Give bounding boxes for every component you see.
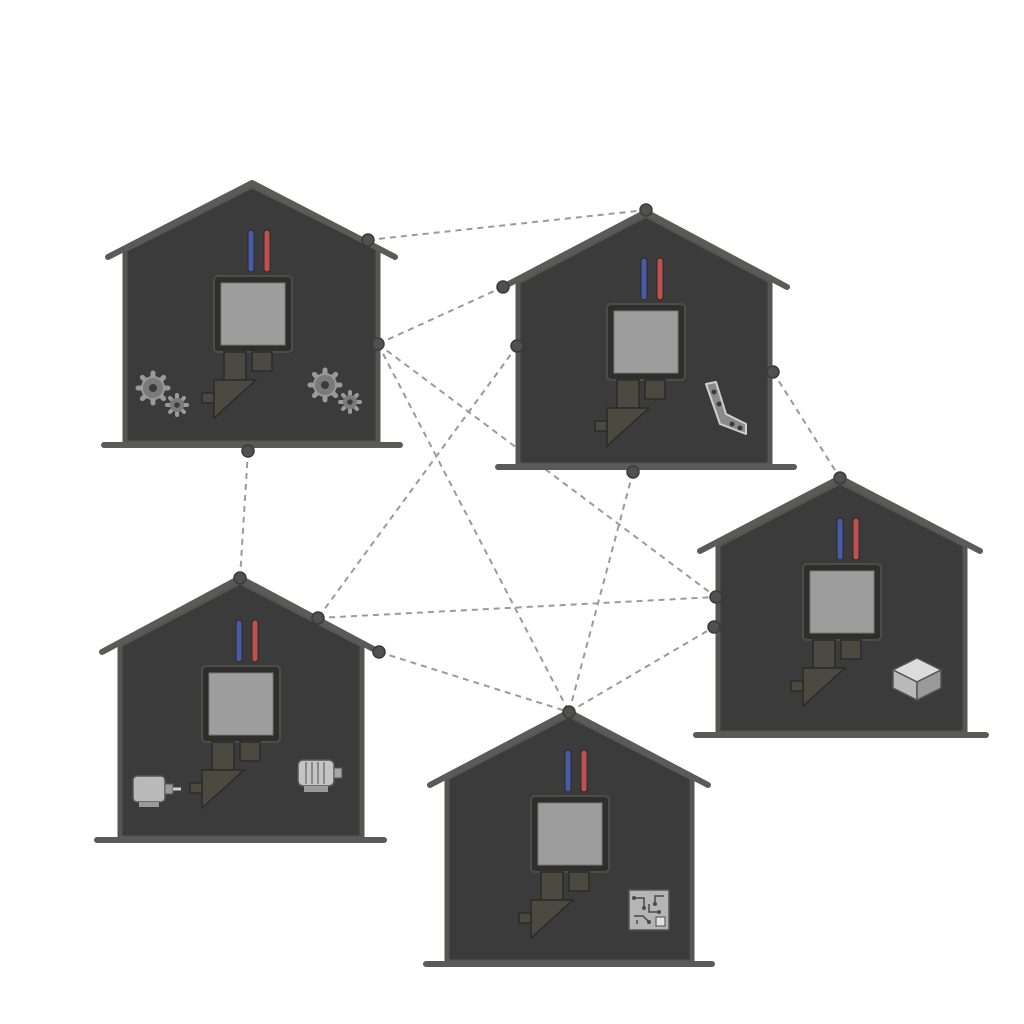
- node: [361, 233, 375, 247]
- machine-arm: [223, 351, 247, 381]
- machine-arm: [540, 871, 564, 901]
- machine-arm: [812, 639, 836, 669]
- link-house-1-house-3: [377, 343, 717, 598]
- pipe-blue: [564, 749, 572, 793]
- link-house-1-house-5: [377, 343, 570, 713]
- link-house-2-house-3: [772, 371, 841, 479]
- pipe-blue: [640, 257, 648, 301]
- pipe-red: [251, 619, 259, 663]
- pipe-blue: [836, 517, 844, 561]
- house-3: [693, 475, 989, 738]
- machine-tab: [790, 680, 804, 692]
- pipe-red: [852, 517, 860, 561]
- angle-bracket-icon: [705, 381, 747, 435]
- machine-block: [568, 871, 590, 892]
- node: [766, 365, 780, 379]
- link-house-2-house-5: [568, 471, 634, 713]
- electric-motor-icon: [132, 775, 181, 807]
- house-1-roof: [105, 180, 398, 260]
- house-1: [101, 180, 403, 448]
- link-house-2-house-4: [317, 345, 518, 619]
- machine-screen: [537, 802, 603, 866]
- node: [709, 590, 723, 604]
- house-5: [423, 709, 715, 967]
- node: [311, 611, 325, 625]
- machine-screen: [613, 310, 679, 374]
- machine-screen: [208, 672, 274, 736]
- node: [233, 571, 247, 585]
- circuit-board-icon: [628, 889, 670, 931]
- node: [639, 203, 653, 217]
- cube-icon: [891, 657, 943, 702]
- node: [371, 337, 385, 351]
- pipe-blue: [235, 619, 243, 663]
- machine-tab: [594, 420, 608, 432]
- link-house-4-house-5: [378, 651, 570, 713]
- house-2: [495, 209, 797, 470]
- node: [707, 620, 721, 634]
- pipe-blue: [247, 229, 255, 273]
- node: [626, 465, 640, 479]
- pipe-red: [263, 229, 271, 273]
- node: [510, 339, 524, 353]
- node: [496, 280, 510, 294]
- node: [372, 645, 386, 659]
- house-5-machine: [518, 749, 610, 940]
- connection-lines: [239, 209, 841, 713]
- machine-tab: [189, 782, 203, 794]
- pipe-red: [656, 257, 664, 301]
- node: [562, 705, 576, 719]
- link-house-1-house-4: [239, 450, 249, 579]
- link-house-4-house-3: [317, 596, 717, 619]
- node: [833, 471, 847, 485]
- pipe-red: [580, 749, 588, 793]
- machine-block: [251, 351, 273, 372]
- house-4-machine: [189, 619, 281, 810]
- electric-motor-icon: [297, 759, 343, 792]
- machine-block: [239, 741, 261, 762]
- machine-tab: [201, 392, 215, 404]
- machine-arm: [211, 741, 235, 771]
- machine-block: [840, 639, 862, 660]
- link-house-1-house-2b: [377, 286, 504, 345]
- machine-block: [644, 379, 666, 400]
- connection-nodes: [233, 203, 847, 719]
- house-4: [94, 575, 387, 843]
- node: [241, 444, 255, 458]
- house-2-machine: [594, 257, 686, 448]
- link-house-5-house-3: [568, 626, 715, 713]
- link-house-1-house-2: [367, 209, 647, 241]
- machine-arm: [616, 379, 640, 409]
- machine-tab: [518, 912, 532, 924]
- machine-screen: [220, 282, 286, 346]
- house-3-machine: [790, 517, 882, 708]
- house-1-machine: [201, 229, 293, 420]
- machine-screen: [809, 570, 875, 634]
